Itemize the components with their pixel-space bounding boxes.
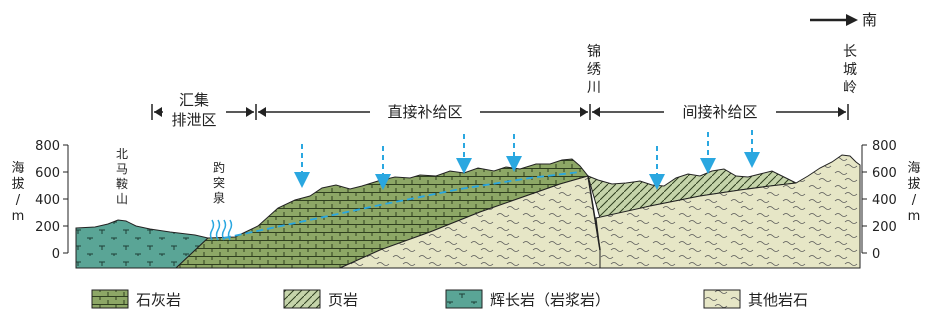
right-tick-400: 400 bbox=[872, 193, 897, 208]
svg-text:绣: 绣 bbox=[587, 62, 601, 78]
svg-text:山: 山 bbox=[116, 192, 128, 206]
svg-text:锦: 锦 bbox=[587, 43, 601, 60]
legend-label-limestone: 石灰岩 bbox=[136, 291, 181, 309]
place-jinxiuchuan: 锦 绣 川 bbox=[587, 43, 601, 96]
left-tick-600: 600 bbox=[35, 166, 60, 181]
zone-direct-recharge: 直接补给区 bbox=[387, 103, 462, 121]
svg-text:川: 川 bbox=[587, 80, 601, 96]
right-axis-label: 海 拔 / m bbox=[907, 161, 920, 224]
left-tick-200: 200 bbox=[35, 220, 60, 235]
left-axis-label: 海 拔 / m bbox=[11, 161, 24, 224]
right-axis: 800 600 400 200 0 海 拔 / m bbox=[861, 139, 921, 262]
legend-item-shale: 页岩 bbox=[283, 289, 358, 309]
left-axis: 800 600 400 200 0 海 拔 / m bbox=[11, 139, 69, 262]
direction-label: 南 bbox=[862, 11, 877, 29]
other-rock-right bbox=[595, 154, 861, 269]
svg-text:岭: 岭 bbox=[843, 80, 857, 96]
direction-indicator: 南 bbox=[810, 11, 877, 29]
left-tick-800: 800 bbox=[35, 139, 60, 154]
svg-text:海: 海 bbox=[11, 161, 24, 176]
svg-text:泉: 泉 bbox=[213, 191, 225, 205]
recharge-arrows bbox=[294, 130, 760, 190]
svg-text:m: m bbox=[908, 209, 921, 224]
place-beimaanshan: 北 马 鞍 山 bbox=[116, 147, 128, 206]
svg-text:长: 长 bbox=[843, 44, 857, 60]
legend: 石灰岩 页岩 辉长岩（岩浆岩） 其他岩石 bbox=[91, 289, 808, 309]
svg-text:拔: 拔 bbox=[907, 177, 920, 192]
svg-text:/: / bbox=[912, 193, 917, 208]
fault-line bbox=[587, 175, 601, 251]
left-tick-0: 0 bbox=[52, 247, 60, 262]
svg-text:/: / bbox=[16, 193, 21, 208]
svg-text:北: 北 bbox=[116, 147, 128, 161]
spring-icon bbox=[209, 219, 233, 241]
right-tick-0: 0 bbox=[872, 247, 880, 262]
groundwater-flow-line bbox=[223, 171, 581, 239]
svg-text:突: 突 bbox=[213, 175, 225, 190]
zone-indirect-recharge: 间接补给区 bbox=[682, 103, 757, 121]
legend-item-other: 其他岩石 bbox=[703, 289, 808, 309]
legend-label-other: 其他岩石 bbox=[748, 291, 808, 309]
legend-item-gabbro: 辉长岩（岩浆岩） bbox=[445, 289, 610, 309]
svg-text:m: m bbox=[12, 209, 25, 224]
legend-label-gabbro: 辉长岩（岩浆岩） bbox=[490, 291, 610, 309]
place-changchengling: 长 城 岭 bbox=[843, 44, 857, 96]
right-tick-200: 200 bbox=[872, 220, 897, 235]
svg-text:马: 马 bbox=[116, 162, 128, 176]
svg-text:拔: 拔 bbox=[11, 177, 24, 192]
svg-text:海: 海 bbox=[907, 161, 920, 176]
svg-text:趵: 趵 bbox=[213, 160, 225, 175]
svg-text:城: 城 bbox=[843, 62, 857, 78]
right-tick-600: 600 bbox=[872, 166, 897, 181]
place-baotuquan: 趵 突 泉 bbox=[213, 160, 225, 205]
legend-item-limestone: 石灰岩 bbox=[91, 289, 181, 309]
legend-label-shale: 页岩 bbox=[328, 291, 358, 309]
right-tick-800: 800 bbox=[872, 139, 897, 154]
zone-collection-line2: 排泄区 bbox=[171, 111, 216, 129]
rock-layers bbox=[75, 154, 861, 269]
zone-collection-line1: 汇集 bbox=[179, 91, 209, 109]
zone-brackets: 汇集 排泄区 直接补给区 间接补给区 bbox=[151, 91, 849, 129]
svg-text:鞍: 鞍 bbox=[116, 176, 128, 191]
left-tick-400: 400 bbox=[35, 193, 60, 208]
